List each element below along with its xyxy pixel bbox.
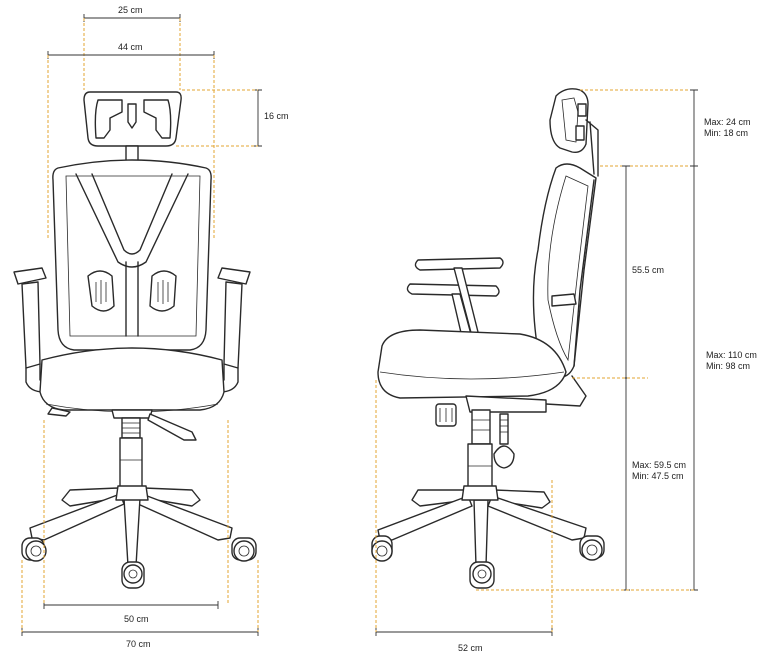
side-caster-center [469, 561, 495, 589]
front-armrest-right [217, 267, 251, 285]
dim-label-44cm: 44 cm [118, 42, 143, 52]
side-dimensions [375, 89, 698, 636]
headrest-adjust-min: Min: 18 cm [704, 128, 749, 138]
seat-height-min: Min: 47.5 cm [632, 471, 684, 481]
dim-label-total-height: Max: 110 cm Min: 98 cm [706, 350, 757, 372]
side-armrest-upper [414, 257, 504, 271]
dim-label-70cm: 70 cm [126, 639, 151, 649]
side-caster-right [579, 535, 605, 561]
front-dimensions [21, 14, 262, 636]
front-caster-right [231, 537, 257, 562]
headrest-adjust-max: Max: 24 cm [704, 117, 751, 127]
dim-label-seat-height: Max: 59.5 cm Min: 47.5 cm [632, 460, 686, 482]
side-seat [377, 329, 567, 399]
front-view-chair [13, 91, 257, 589]
dim-label-52cm: 52 cm [458, 643, 483, 653]
front-caster-center [121, 561, 145, 589]
dim-label-16cm: 16 cm [264, 111, 289, 121]
seat-height-max: Max: 59.5 cm [632, 460, 687, 470]
side-headrest [549, 88, 589, 154]
total-height-min: Min: 98 cm [706, 361, 751, 371]
dim-label-headrest-adjust: Max: 24 cm Min: 18 cm [704, 117, 751, 139]
dim-label-25cm: 25 cm [118, 5, 143, 15]
side-view-chair [371, 88, 605, 589]
side-caster-left [371, 535, 393, 562]
dim-label-50cm: 50 cm [124, 614, 149, 624]
front-seat [39, 347, 225, 411]
side-armrest-lower [406, 283, 500, 297]
total-height-max: Max: 110 cm [706, 350, 757, 360]
front-armrest-left [13, 267, 47, 285]
front-backrest [52, 159, 212, 351]
front-caster-left [21, 537, 47, 562]
dim-label-55-5cm: 55.5 cm [632, 265, 665, 275]
